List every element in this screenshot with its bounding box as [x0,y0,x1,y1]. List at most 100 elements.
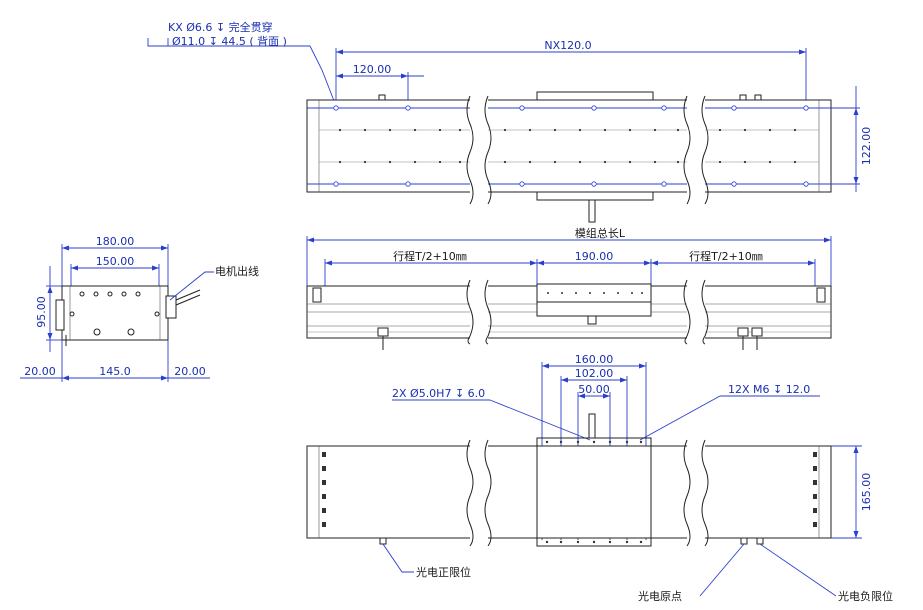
dim-102: 102.00 [575,367,614,380]
sensor-bracket [378,94,386,101]
end-plate [61,285,169,341]
motor-cable-line [175,289,201,301]
dim-150: 150.00 [96,255,135,268]
arrow-icon [152,265,159,271]
end-cap-left [312,287,322,303]
break-line [683,95,691,205]
motor-cable-line [175,294,201,306]
screw-hole [79,291,85,297]
cable-stub [588,413,596,439]
arrow-icon [537,260,544,266]
break-gap [470,280,488,344]
origin-label: 光电原点 [638,589,682,603]
mount-holes [333,105,809,187]
dim-stroke-left: 行程T/2+10㎜ [393,250,467,263]
break-gap [470,440,488,546]
end-holes [322,452,817,527]
mount-hole [405,181,411,187]
pin-note-leader [489,399,591,441]
break-line [701,279,709,345]
dim-180: 180.00 [96,235,135,248]
mount-hole [519,181,525,187]
arrow-icon [853,108,859,115]
rail-holes [338,128,797,164]
break-line [466,279,474,345]
origin-leader [699,543,745,597]
screw-hole [127,328,135,336]
pin-note: 2X Ø5.0H7 ↧ 6.0 [392,387,485,400]
sensor-bracket [739,94,747,101]
motor-cable-label: 电机出线 [215,264,259,278]
mount-hole [591,105,597,111]
arrow-icon [853,446,859,453]
screw-hole [69,311,75,317]
module-body-bottom [306,445,832,539]
arrow-icon [808,260,815,266]
cable-stub [588,199,596,223]
dim-nx: NX120.0 [544,39,591,52]
sensor-side [751,327,763,337]
arrow-icon [47,333,53,340]
counterbore-symbol [147,38,169,47]
sensor-bracket [754,94,762,101]
break-line [466,95,474,205]
dim-95: 95.00 [35,296,48,328]
dim-165: 165.00 [860,473,873,512]
arrow-icon [161,245,168,251]
break-line [683,439,691,547]
arrow-icon [542,363,549,369]
carriage-base [536,301,652,317]
mount-hole [333,105,339,111]
sensor-side [377,327,389,337]
limit-switch-positive [379,537,387,545]
mount-hole [731,105,737,111]
break-gap [687,96,705,204]
mount-hole [333,181,339,187]
limit-positive-label: 光电正限位 [416,565,471,579]
hole-note-line2: Ø11.0 ↧ 44.5 ( 背面 ) [172,34,287,48]
break-line [701,95,709,205]
carriage-side [536,283,652,303]
dim-50: 50.00 [578,383,610,396]
side-rail-left [55,299,65,331]
thread-note-leader [639,395,721,441]
top-view: KX Ø6.6 ↧ 完全贯穿 Ø11.0 ↧ 44.5 ( 背面 ) NX120… [147,20,873,223]
dim-160: 160.00 [575,353,614,366]
dim-20-right: 20.00 [174,365,206,378]
limit-negative-label: 光电负限位 [838,589,893,603]
screw-hole [107,291,113,297]
break-gap [687,440,705,546]
arrow-icon [161,375,168,381]
arrow-icon [307,237,314,243]
motor-cable-leader [169,271,214,301]
mount-hole [731,181,737,187]
arrow-icon [530,260,537,266]
break-line [484,279,492,345]
carriage-stub [587,315,597,325]
mount-hole [405,105,411,111]
hole-note-leader [309,45,337,107]
screw-hole [93,291,99,297]
end-view: 180.00 150.00 95.00 电机出线 20.00 [20,235,259,382]
arrow-icon [47,286,53,293]
dim-stroke-right: 行程T/2+10㎜ [689,250,763,263]
arrow-icon [824,237,831,243]
side-view: 模组总长L 行程T/2+10㎜ 190.00 行程T/2+10㎜ [306,226,832,350]
sensor-side [737,327,749,337]
arrow-icon [578,393,585,399]
arrow-icon [336,73,343,79]
break-line [484,95,492,205]
bottom-view: 160.00 102.00 50.00 2X Ø5.0H7 ↧ 6.0 12X … [306,353,893,603]
break-line [701,439,709,547]
arrow-icon [644,260,651,266]
arrow-icon [639,363,646,369]
mount-hole [661,105,667,111]
arrow-icon [336,49,343,55]
screw-hole [121,291,127,297]
dim-total: 模组总长L [575,226,626,240]
end-cap-right [816,287,826,303]
origin-switch [740,537,748,545]
thread-note: 12X M6 ↧ 12.0 [728,383,810,396]
break-line [683,279,691,345]
